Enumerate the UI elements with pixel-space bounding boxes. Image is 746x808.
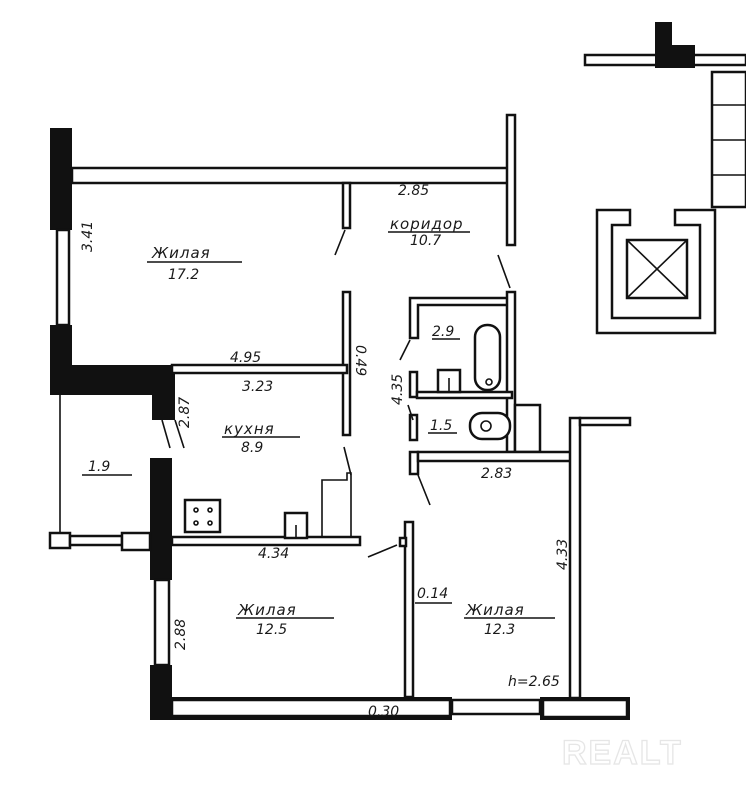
room-name-living-3: Жилая	[465, 601, 525, 619]
room-area-balcony: 1.9	[88, 459, 110, 475]
dim-3-41: 3.41	[80, 221, 96, 252]
room-area-living-1: 17.2	[168, 267, 199, 283]
walls	[48, 113, 632, 720]
room-area-toilet: 1.5	[430, 418, 452, 434]
dim-4-33: 4.33	[555, 539, 571, 570]
room-area-living-3: 12.3	[484, 622, 515, 638]
staircase-block	[583, 22, 746, 335]
dim-2-87: 2.87	[177, 397, 193, 428]
room-area-bathroom: 2.9	[432, 324, 454, 340]
room-name-corridor: коридор	[390, 215, 464, 233]
ceiling-height: h=2.65	[508, 674, 560, 690]
room-area-corridor: 10.7	[410, 233, 441, 249]
dim-2-85: 2.85	[398, 183, 429, 199]
room-area-kitchen: 8.9	[241, 440, 263, 456]
room-name-kitchen: кухня	[224, 420, 275, 438]
dim-4-95: 4.95	[230, 350, 261, 366]
dim-0-30: 0.30	[368, 704, 399, 720]
room-area-living-2: 12.5	[256, 622, 287, 638]
dim-2-83: 2.83	[481, 466, 512, 482]
room-name-living-1: Жилая	[151, 244, 211, 262]
dim-2-88: 2.88	[173, 619, 189, 650]
dim-3-23: 3.23	[242, 379, 273, 395]
dim-0-14: 0.14	[417, 586, 448, 602]
dim-0-49: 0.49	[352, 345, 368, 376]
dim-4-35: 4.35	[390, 374, 406, 405]
dim-4-34: 4.34	[258, 546, 289, 562]
watermark-logo: REALT	[562, 734, 683, 772]
room-name-living-2: Жилая	[237, 601, 297, 619]
